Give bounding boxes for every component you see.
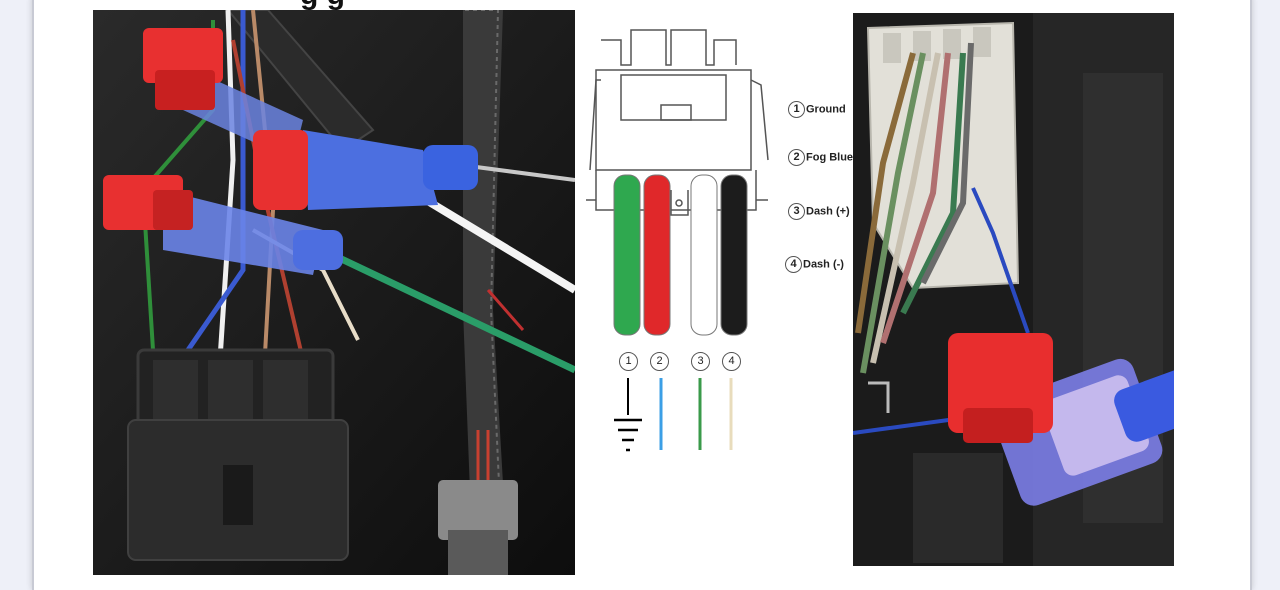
wire-1-green <box>613 174 641 336</box>
page-title-fragment: g g <box>300 0 345 12</box>
wire-number-1: 1 <box>619 352 638 371</box>
wire-3-white <box>690 174 718 336</box>
ground-icon <box>614 418 642 452</box>
wire-4-black <box>720 174 748 336</box>
wire-number-3: 3 <box>691 352 710 371</box>
wire-number-2: 2 <box>650 352 669 371</box>
left-wiring-photo <box>93 10 575 575</box>
wire-number-4: 4 <box>722 352 741 371</box>
right-wiring-photo <box>853 13 1174 566</box>
wire-2-red <box>643 174 671 336</box>
